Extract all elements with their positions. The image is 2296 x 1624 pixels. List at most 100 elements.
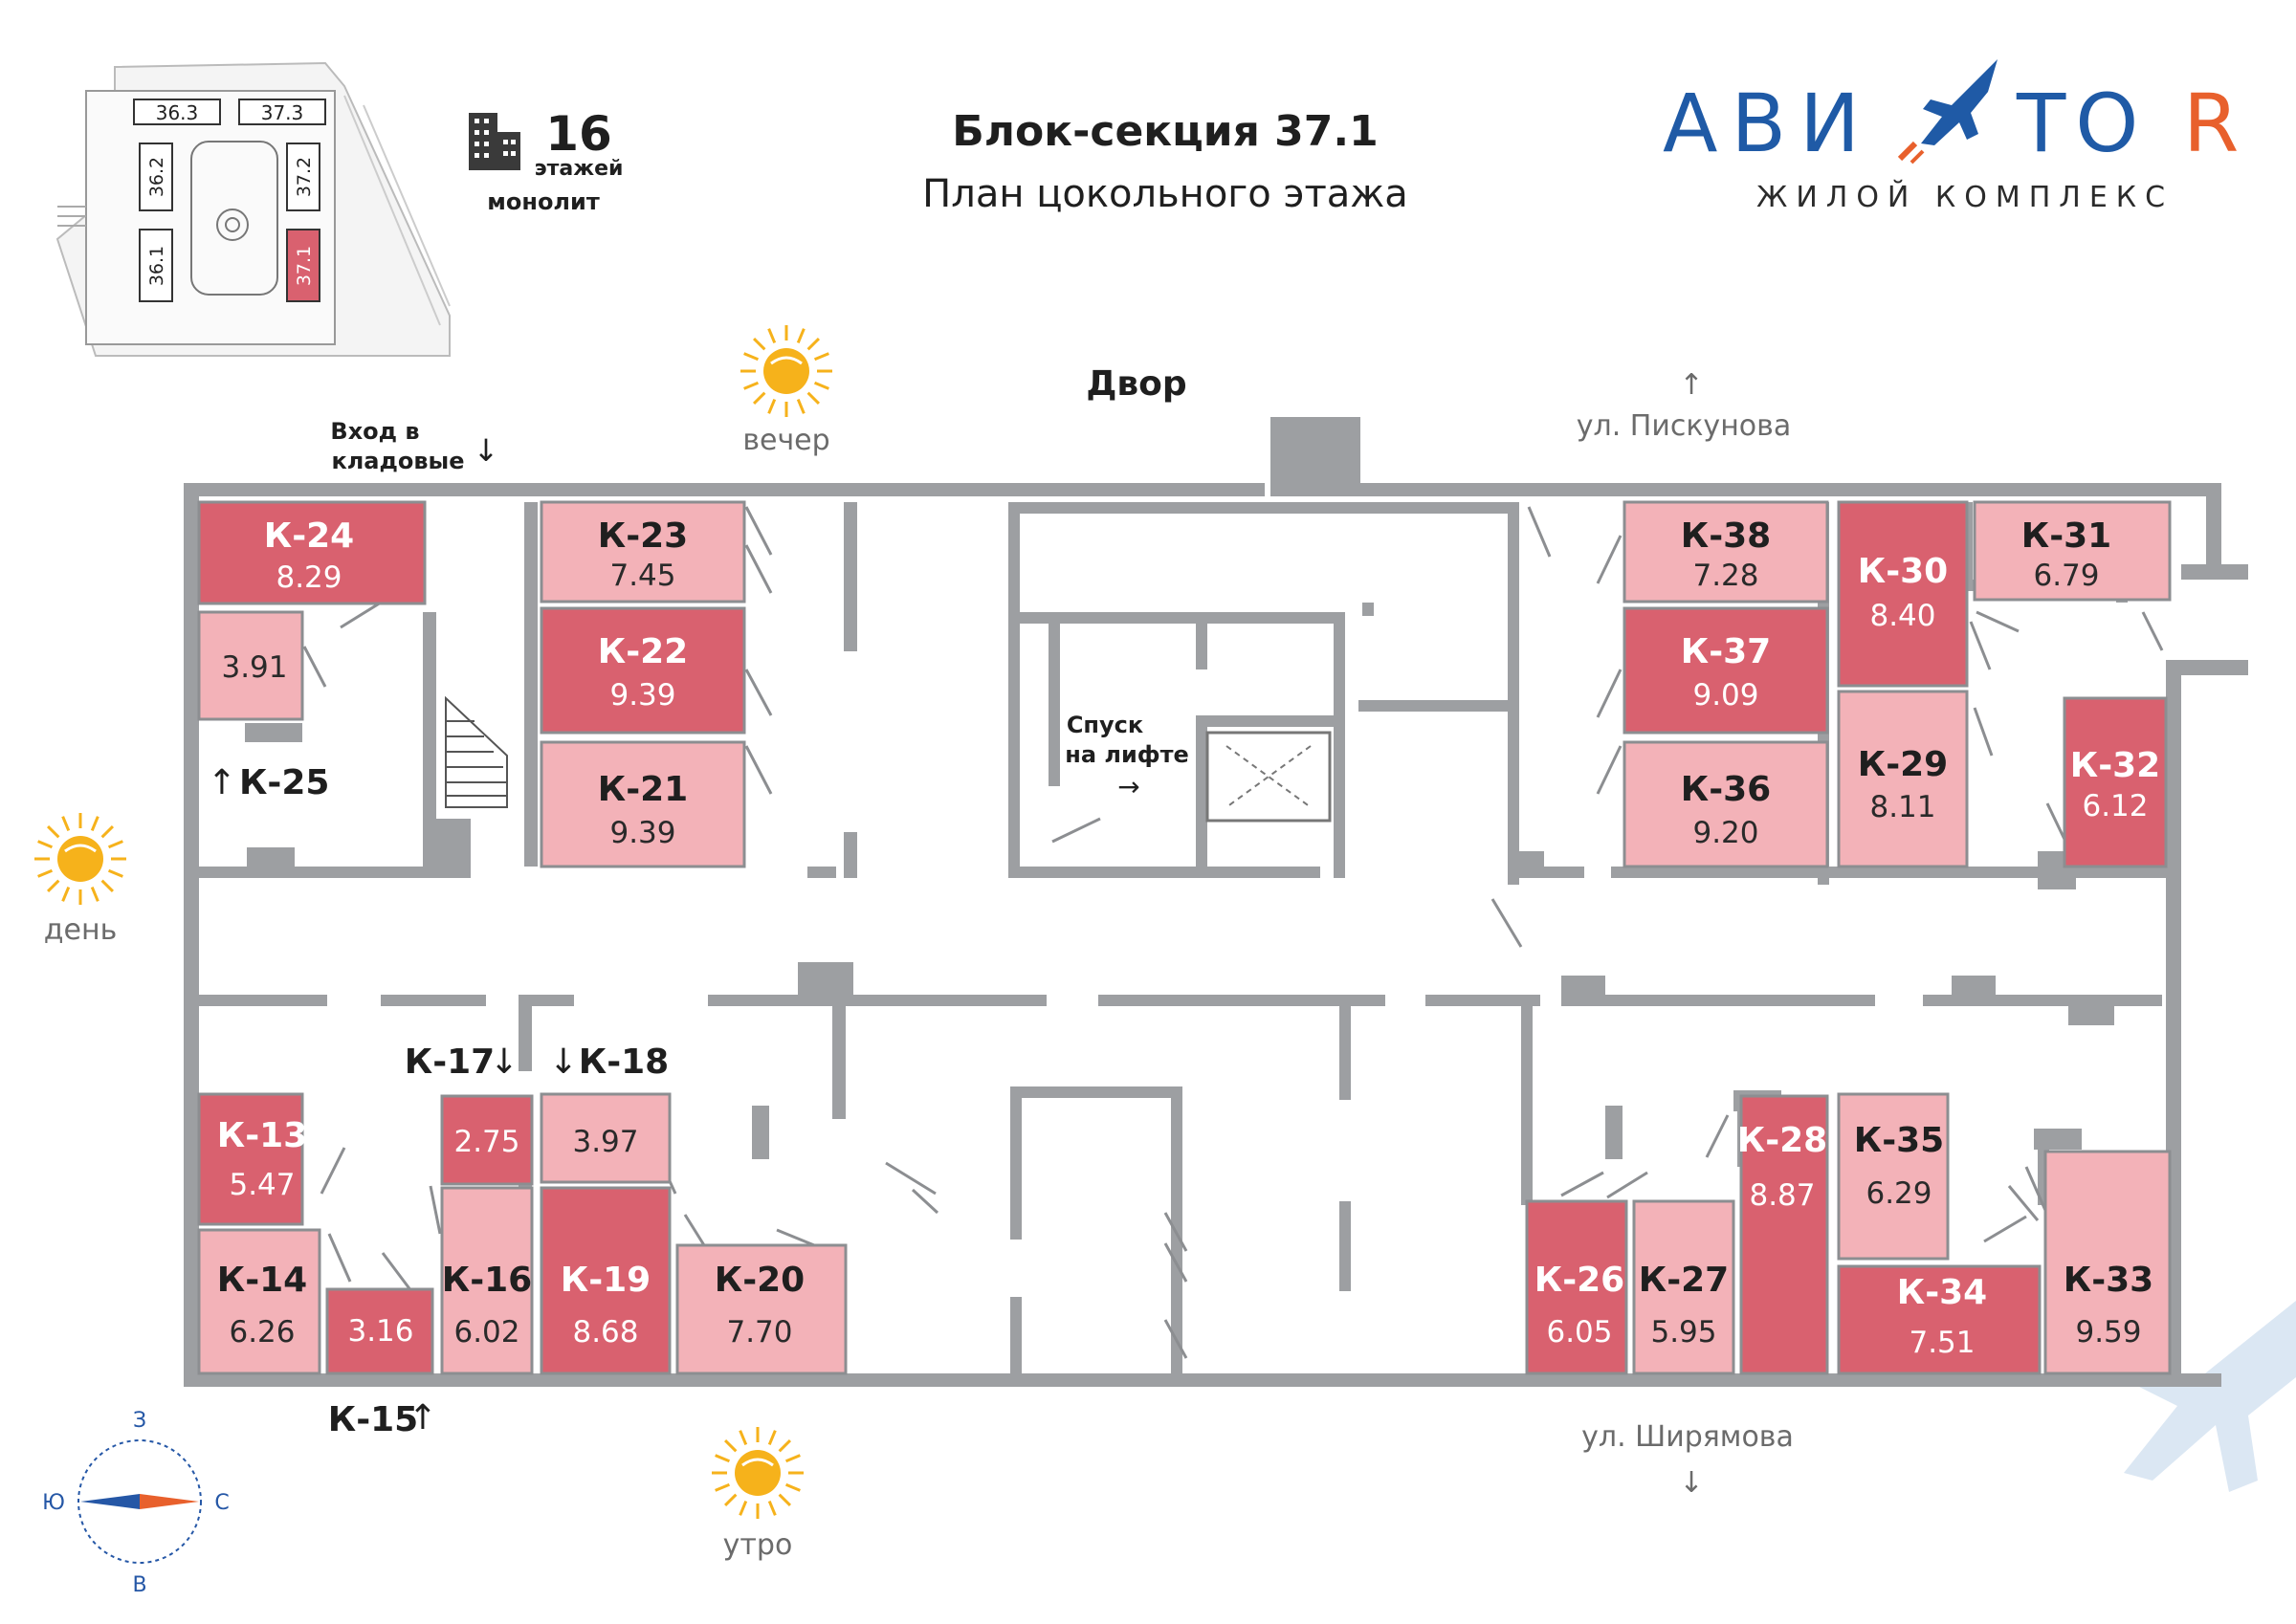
unit-k16[interactable]: К-166.02 [440,1186,534,1375]
site-section-37-2: 37.2 [294,157,315,197]
unit-box[interactable] [197,1228,321,1375]
sun-ray [715,1482,731,1492]
sun-ray [813,352,829,362]
unit-box[interactable] [2043,1150,2172,1375]
unit-box[interactable] [1837,500,1969,688]
unit-k14[interactable]: К-146.26 [197,1228,321,1375]
unit-box[interactable] [1739,1094,1829,1375]
unit-box[interactable] [675,1243,848,1375]
unit-code: К-18 [579,1042,669,1082]
sun-ray [813,381,829,390]
logo-text-left: АВИ [1663,77,1873,170]
unit-k19[interactable]: К-198.68 [540,1186,672,1375]
unit-area: 7.45 [609,559,675,593]
sun-ray [784,1482,801,1492]
unit-box[interactable] [2063,696,2168,868]
unit-box[interactable] [540,606,746,735]
unit-k29[interactable]: К-298.11 [1837,690,1969,868]
sun-highlight [64,844,97,853]
unit-k15[interactable]: К-153.16 [325,1287,434,1439]
brand-logo: АВИ TO R ЖИЛОЙ КОМПЛЕКС [1663,59,2239,214]
unit-box[interactable] [197,1092,304,1226]
sun-ray [46,879,60,893]
unit-box[interactable] [1973,500,2172,602]
unit-box[interactable] [1623,500,1829,604]
unit-k27[interactable]: К-275.95 [1632,1199,1735,1375]
unit-area: 7.51 [1909,1326,1975,1360]
k18-arrow: ↓ [549,1042,578,1082]
unit-box[interactable] [540,1186,672,1375]
entrance-label-line-2: кладовые [331,448,464,474]
unit-k25[interactable]: К-253.91 [197,610,329,802]
sun-ray [37,840,54,849]
unit-k34[interactable]: К-34 7.51 [1837,1264,2042,1375]
page-subtitle: План цокольного этажа [922,172,1408,216]
unit-code: К-22 [598,632,688,671]
sun-evening-icon [740,325,832,417]
unit-box[interactable] [1837,1092,1950,1261]
sun-ray [107,840,123,849]
unit-code: К-16 [442,1261,532,1300]
unit-k23[interactable]: К-237.45 [540,500,746,604]
k25-arrow: ↑ [208,763,236,802]
compass: З Ю С В [42,1409,230,1597]
unit-box[interactable] [440,1094,534,1186]
unit-k24[interactable]: К-248.29 [197,500,427,605]
sun-ray [743,381,760,390]
sun-ray [37,868,54,878]
unit-area: 9.39 [609,678,675,713]
unit-k37[interactable]: К-379.09 [1623,606,1829,735]
site-plan-thumbnail: 36.3 37.3 36.2 37.2 36.1 37.1 [55,61,451,357]
unit-box[interactable] [1632,1199,1735,1375]
unit-box[interactable] [325,1287,434,1375]
unit-box[interactable] [1837,1264,2042,1375]
unit-area: 9.09 [1692,678,1758,713]
unit-code: К-28 [1737,1121,1827,1160]
arrow-up-top-street: ↑ [1679,368,1703,402]
sun-ray [100,824,115,839]
unit-box[interactable] [197,500,427,605]
unit-box[interactable] [1623,606,1829,735]
unit-k17[interactable]: К-172.75 [405,1042,534,1186]
unit-k33[interactable]: К-339.59 [2043,1150,2172,1375]
compass-south: Ю [42,1491,65,1515]
sun-morning-icon [712,1427,804,1519]
unit-k35[interactable]: К-356.29 [1837,1092,1950,1261]
unit-area: 7.28 [1692,559,1758,593]
sun-ray [743,352,760,362]
unit-box[interactable] [1525,1199,1628,1375]
unit-k36[interactable]: К-369.20 [1623,740,1829,868]
unit-code: К-34 [1897,1273,1987,1312]
unit-k21[interactable]: К-219.39 [540,740,746,868]
floors-label: этажей [535,157,624,181]
unit-area: 6.12 [2082,789,2148,823]
lift-arrow: → [1117,771,1139,802]
unit-k18[interactable]: К-183.97 [540,1042,672,1184]
unit-code: К-13 [217,1116,307,1155]
unit-k26[interactable]: К-266.05 [1525,1199,1628,1375]
sun-ray [778,1493,792,1507]
construction-type: монолит [487,188,600,215]
unit-box[interactable] [540,1092,672,1184]
unit-k38[interactable]: К-387.28 [1623,500,1829,604]
unit-k20[interactable]: К-207.70 [675,1243,848,1375]
site-section-36-2: 36.2 [146,157,167,197]
unit-box[interactable] [540,500,746,604]
unit-box[interactable] [1623,740,1829,868]
unit-k28[interactable]: К-288.87 [1737,1094,1829,1375]
unit-area: 9.20 [1692,816,1758,850]
unit-k13[interactable]: К-135.47 [197,1092,307,1226]
unit-box[interactable] [1837,690,1969,868]
sun-ray [90,816,99,832]
unit-area: 6.79 [2033,559,2099,593]
unit-box[interactable] [540,740,746,868]
unit-k31[interactable]: К-316.79 [1973,500,2172,602]
sun-ray [61,886,71,902]
street-bottom-label: ул. Ширямова [1581,1420,1794,1454]
unit-box[interactable] [197,610,304,721]
unit-k32[interactable]: К-326.12 [2063,696,2168,868]
arrow-down-bottom-street: ↓ [1679,1466,1703,1500]
unit-k22[interactable]: К-22 9.39 [540,606,746,735]
unit-box[interactable] [440,1186,534,1375]
unit-k30[interactable]: К-308.40 [1837,500,1969,688]
